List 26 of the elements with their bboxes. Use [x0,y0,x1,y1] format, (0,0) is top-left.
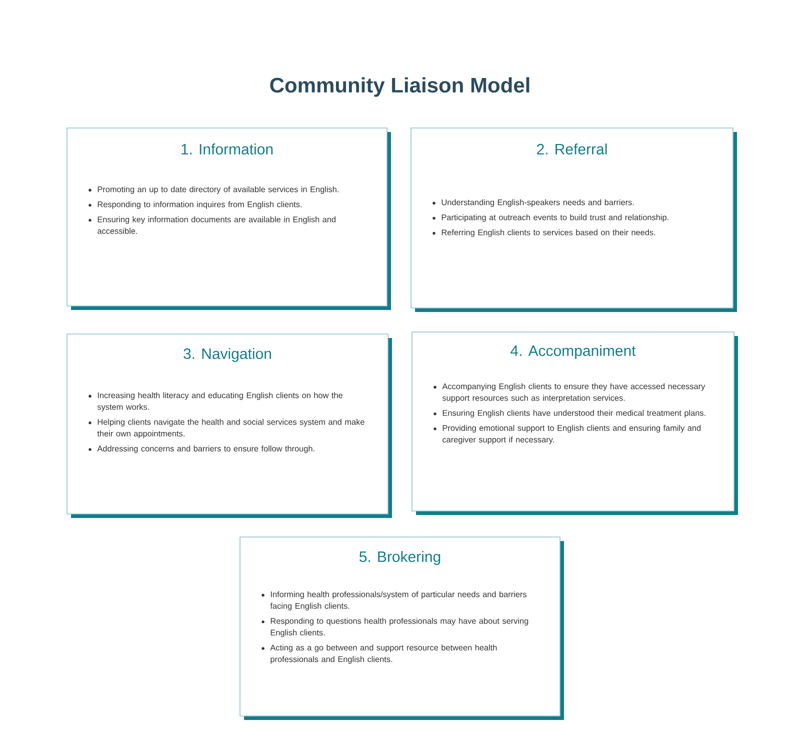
title: Community Liaison Model [270,77,530,97]
bullet-item: Accompanying English clients to ensure they have accessed necessary support resources such as interpretation services. [434,383,706,402]
info-card [412,332,738,515]
card-heading: 2. Referral [537,144,607,154]
info-card [66,128,391,310]
bullet-item: Increasing health literacy and educating English clients on how the system works. [88,392,342,412]
bullet-item: Participating at outreach events to build trust and relationship. [432,214,668,222]
bullet-item: Ensuring English clients have understood their medical treatment plans. [434,410,706,418]
bullet-item: Responding to questions health professionals may have about serving English clients. [262,618,528,638]
info-card [66,334,392,518]
bullet-item: Helping clients navigate the health and social services system and make their own appointments. [88,418,364,438]
card-heading: 4. Accompaniment [510,345,636,359]
bullet-item: Responding to information inquires from English clients. [88,201,302,209]
card-heading: 5. Brokering [359,551,440,565]
bullet-item: Acting as a go between and support resource between health professionals and English clients. [262,644,497,664]
bullet-item: Informing health professionals/system of particular needs and barriers facing English clients. [262,591,526,610]
bullet-item: Promoting an up to date directory of available services in English. [88,186,338,194]
card-heading: 3. Navigation [184,348,271,362]
bullet-item: Understanding English-speakers needs and barriers. [432,199,634,207]
info-card [240,536,564,720]
bullet-item: Referring English clients to services based on their needs. [432,229,656,237]
bullet-item: Providing emotional support to English clients and ensuring family and caregiver support if necessary. [434,424,701,444]
bullet-item: Addressing concerns and barriers to ensure follow through. [88,445,314,454]
bullet-item: Ensuring key information documents are available in English and accessible. [88,216,336,234]
info-card [410,128,737,312]
card-heading: 1. Information [182,144,273,154]
